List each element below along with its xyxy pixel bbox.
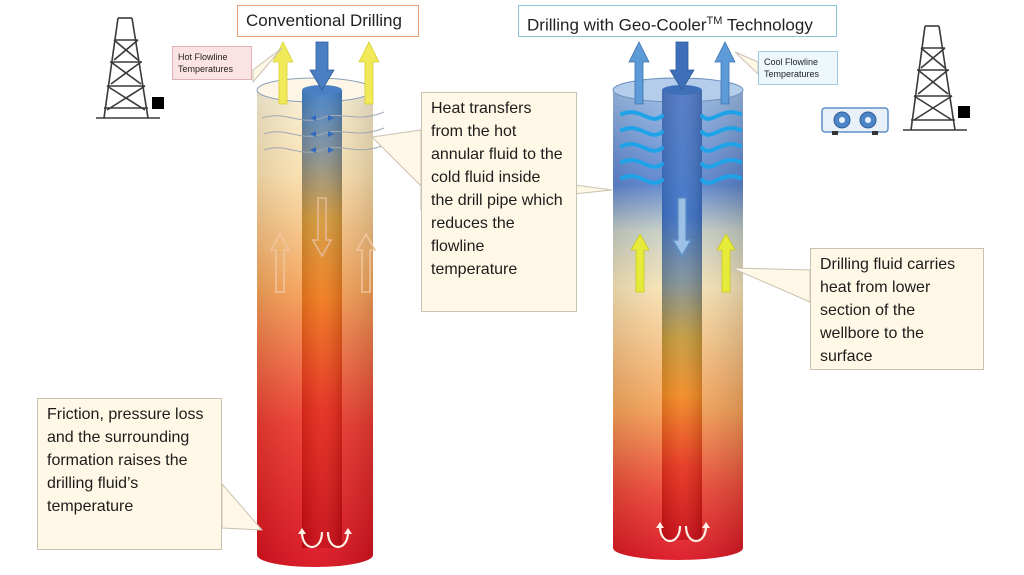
drilling-derrick-icon [96,17,164,119]
friction-callout: Friction, pressure loss and the surround… [37,398,222,550]
conventional-wellbore [256,41,385,567]
hot-flowline-label: Hot Flowline Temperatures [172,46,252,80]
geocooler-drilling-title: Drilling with Geo-CoolerTM Technology [518,5,837,37]
trademark-sup: TM [706,15,723,27]
geo-cooler-unit-icon [821,107,889,135]
geocooler-title-prefix: Drilling with Geo-Cooler [527,15,707,35]
geocooler-wellbore [612,41,744,560]
heat-transfer-callout: Heat transfers from the hot annular flui… [421,92,577,312]
geocooler-title-suffix: Technology [722,15,813,35]
drilling-derrick-icon [903,25,970,131]
conventional-drilling-title: Conventional Drilling [237,5,419,37]
fluid-carries-heat-callout: Drilling fluid carries heat from lower s… [810,248,984,370]
cool-flowline-label: Cool Flowline Temperatures [758,51,838,85]
